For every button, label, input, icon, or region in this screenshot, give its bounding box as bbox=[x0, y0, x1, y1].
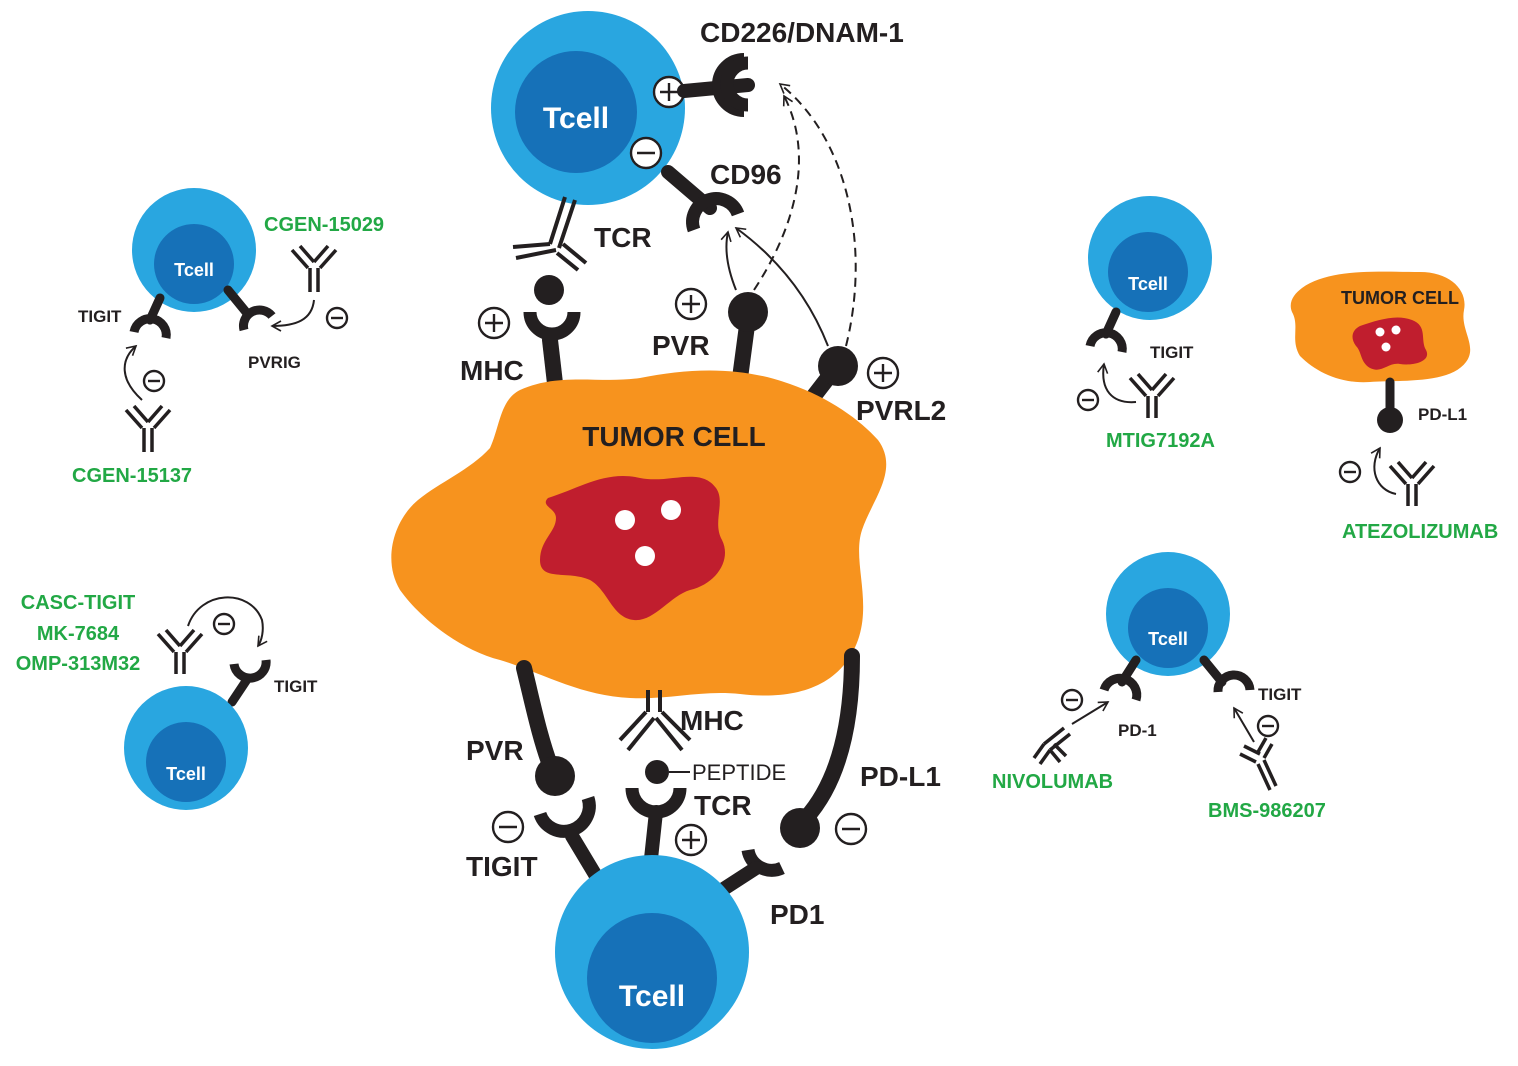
minus-sign bbox=[1338, 460, 1362, 484]
antibody-icon bbox=[156, 628, 204, 674]
drug-label: CGEN-15029 bbox=[264, 214, 384, 236]
mhc-bottom-label: MHC bbox=[680, 705, 744, 736]
tumor-cell-label: TUMOR CELL bbox=[1341, 288, 1459, 308]
panel-casc: CASC-TIGIT MK-7684 OMP-313M32 TIGIT Tcel… bbox=[16, 592, 318, 810]
tumor-cell-label: TUMOR CELL bbox=[582, 421, 766, 452]
top-tcr bbox=[512, 196, 588, 272]
top-pvr bbox=[728, 292, 768, 386]
pdl1-pd1 bbox=[715, 648, 860, 897]
top-mhc bbox=[523, 275, 581, 400]
pd1-label: PD-1 bbox=[1118, 721, 1157, 740]
tcell-label: Tcell bbox=[166, 764, 206, 784]
plus-sign bbox=[477, 306, 511, 340]
pdl1-label: PD-L1 bbox=[1418, 405, 1467, 424]
bottom-mhc bbox=[618, 690, 692, 752]
bottom-tcell-label: Tcell bbox=[619, 980, 685, 1013]
plus-sign bbox=[866, 356, 900, 390]
cd96-receptor bbox=[661, 165, 745, 233]
minus-sign bbox=[212, 612, 236, 636]
minus-sign bbox=[325, 306, 349, 330]
minus-sign bbox=[142, 369, 166, 393]
mhc-top-label: MHC bbox=[460, 355, 524, 386]
minus-sign bbox=[1060, 688, 1084, 712]
plus-sign bbox=[674, 823, 708, 857]
pvrig-label: PVRIG bbox=[248, 353, 301, 372]
drug-label: NIVOLUMAB bbox=[992, 771, 1113, 793]
cd226-receptor bbox=[677, 53, 755, 117]
bottom-tcell: Tcell bbox=[555, 855, 749, 1049]
antibody-icon bbox=[124, 404, 172, 452]
drug-label: CGEN-15137 bbox=[72, 465, 192, 487]
tigit-label: TIGIT bbox=[1258, 685, 1302, 704]
antibody-icon bbox=[1239, 737, 1278, 791]
panel-mtig: Tcell TIGIT MTIG7192A bbox=[1076, 196, 1215, 452]
pd1-label: PD1 bbox=[770, 899, 824, 930]
drug-label: OMP-313M32 bbox=[16, 653, 141, 675]
pvr-bottom-label: PVR bbox=[466, 735, 524, 766]
top-tcell: Tcell bbox=[491, 11, 686, 205]
tigit-label: TIGIT bbox=[78, 307, 122, 326]
drug-label: BMS-986207 bbox=[1208, 800, 1326, 822]
peptide-dot bbox=[645, 760, 669, 784]
drug-label: MTIG7192A bbox=[1106, 430, 1215, 452]
panel-nivo: Tcell PD-1 TIGIT NIVOLUMAB bbox=[992, 552, 1326, 822]
minus-sign bbox=[834, 812, 868, 846]
minus-sign bbox=[1076, 388, 1100, 412]
peptide-label: PEPTIDE bbox=[692, 760, 786, 785]
bottom-pvr-tigit bbox=[516, 660, 603, 883]
plus-sign bbox=[674, 287, 708, 321]
cd96-label: CD96 bbox=[710, 159, 782, 190]
main-diagram: Tcell CD226/DNAM-1 CD96 bbox=[391, 11, 946, 1049]
tcell-label: Tcell bbox=[1128, 274, 1168, 294]
antibody-icon bbox=[1128, 372, 1176, 418]
pvr-top-label: PVR bbox=[652, 330, 710, 361]
drug-label: CASC-TIGIT bbox=[21, 592, 135, 614]
pvrl2-label: PVRL2 bbox=[856, 395, 946, 426]
antibody-icon bbox=[290, 244, 338, 292]
minus-sign bbox=[491, 810, 525, 844]
minus-sign bbox=[629, 136, 663, 170]
tigit-label: TIGIT bbox=[274, 677, 318, 696]
tigit-label: TIGIT bbox=[466, 851, 538, 882]
minus-sign bbox=[1256, 714, 1280, 738]
main-tumor-cell: TUMOR CELL bbox=[391, 370, 887, 699]
tigit-label: TIGIT bbox=[1150, 343, 1194, 362]
tcell-label: Tcell bbox=[174, 260, 214, 280]
tcr-top-label: TCR bbox=[594, 222, 652, 253]
antibody-icon bbox=[1032, 726, 1072, 766]
pdl1-label: PD-L1 bbox=[860, 761, 941, 792]
top-tcell-label: Tcell bbox=[543, 102, 609, 135]
panel-atezo: TUMOR CELL PD-L1 ATEZOLIZUMAB bbox=[1290, 271, 1498, 543]
drug-label: ATEZOLIZUMAB bbox=[1342, 521, 1498, 543]
panel-pvrig: Tcell TIGIT PVRIG CGEN-15029 bbox=[72, 188, 384, 487]
antibody-icon bbox=[1388, 460, 1436, 506]
tcell-label: Tcell bbox=[1148, 629, 1188, 649]
tcr-bottom-label: TCR bbox=[694, 790, 752, 821]
drug-label: MK-7684 bbox=[37, 623, 120, 645]
cd226-label: CD226/DNAM-1 bbox=[700, 17, 904, 48]
